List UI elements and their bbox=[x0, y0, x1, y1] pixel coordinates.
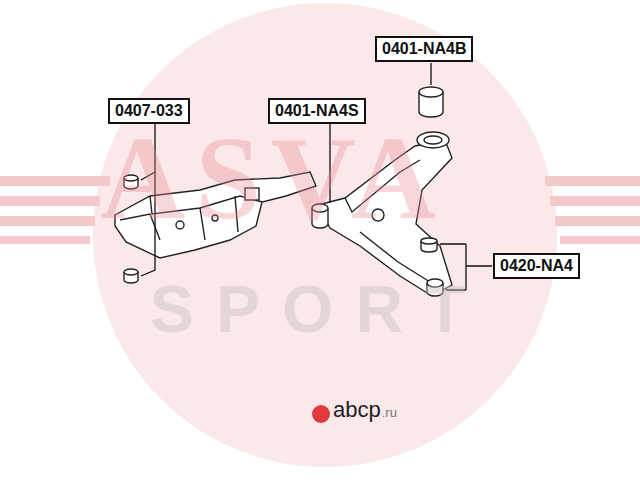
site-logo bbox=[312, 405, 330, 423]
site-watermark: abcp bbox=[333, 399, 381, 421]
watermark: SPORT bbox=[150, 276, 487, 342]
watermark: ASVA bbox=[100, 120, 446, 238]
part-number: 0420-NA4 bbox=[500, 257, 573, 275]
part-number-box: 0420-NA4 bbox=[493, 253, 580, 279]
part-number-box: 0401-NA4S bbox=[268, 98, 366, 124]
part-number: 0407-033 bbox=[115, 102, 183, 120]
part-number: 0401-NA4B bbox=[382, 40, 466, 58]
part-number-box: 0407-033 bbox=[108, 98, 190, 124]
watermark-disc bbox=[93, 3, 557, 467]
part-number: 0401-NA4S bbox=[275, 102, 359, 120]
part-number-box: 0401-NA4B bbox=[375, 36, 473, 62]
site-watermark: .ru bbox=[382, 406, 397, 419]
